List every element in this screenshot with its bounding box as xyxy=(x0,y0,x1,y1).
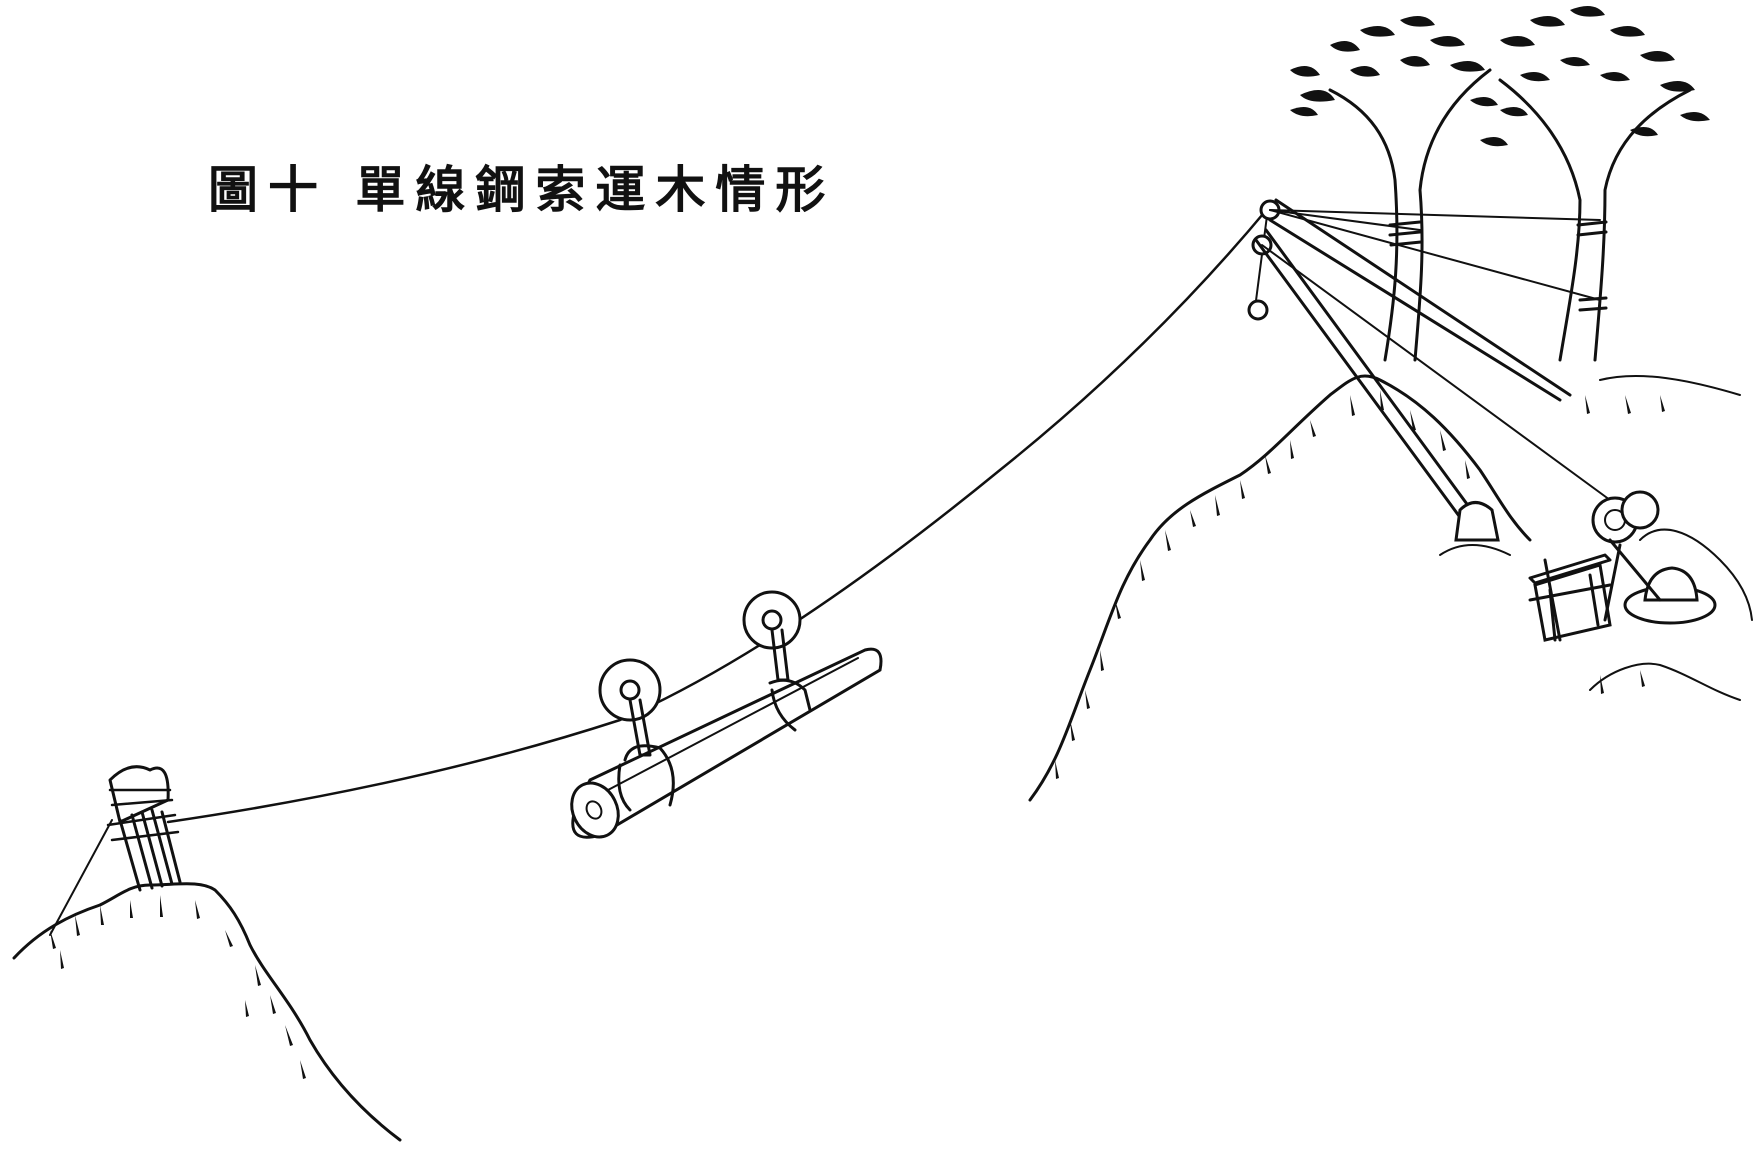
ground-stake xyxy=(1439,501,1511,556)
log-carriage xyxy=(570,590,883,839)
left-hill xyxy=(12,882,402,1142)
trees xyxy=(1290,6,1710,362)
anchor-post xyxy=(49,765,182,936)
right-mountain xyxy=(1028,374,1753,802)
stay-cables xyxy=(1247,198,1611,522)
winch-machine xyxy=(1528,490,1717,642)
figure-title: 圖十 單線鋼索運木情形 xyxy=(208,160,836,219)
